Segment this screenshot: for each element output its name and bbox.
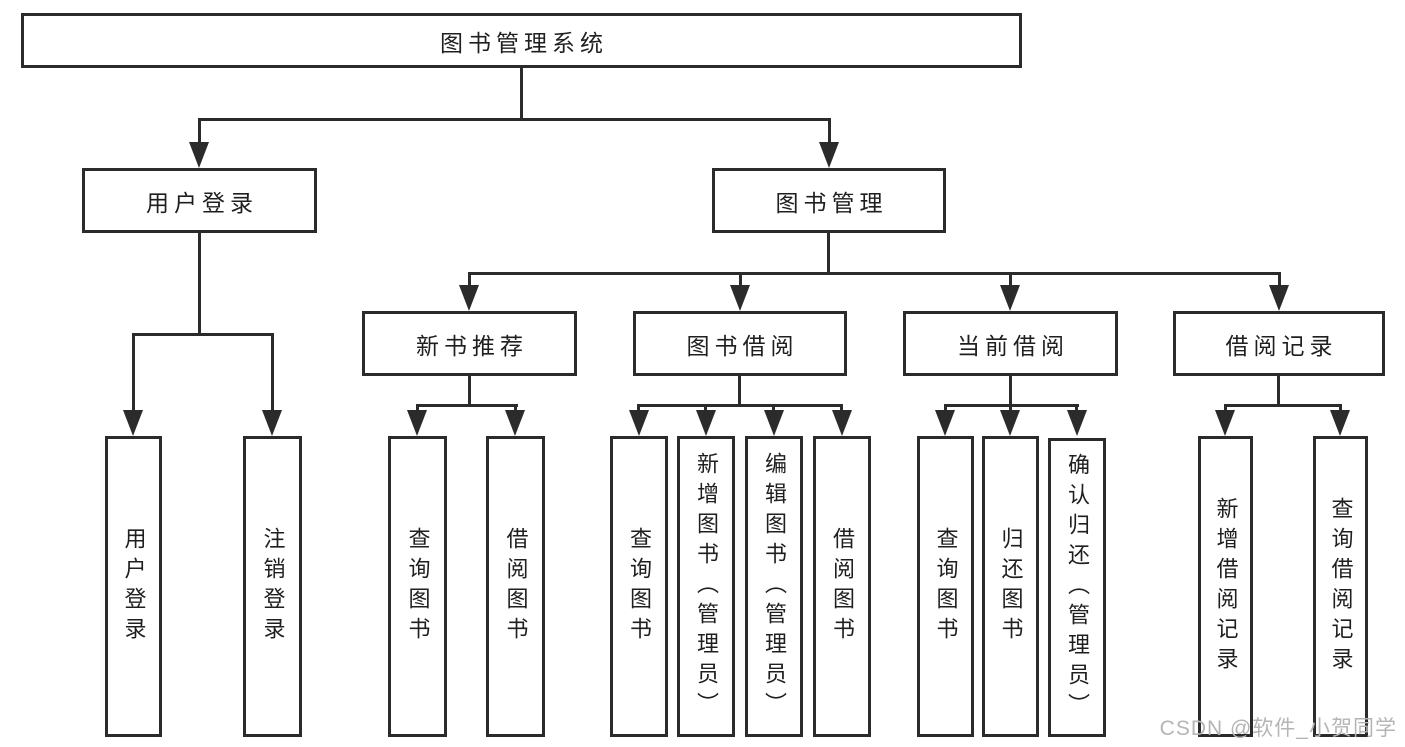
connector-bor-bus xyxy=(637,404,843,407)
node-borrow-record: 借阅记录 xyxy=(1173,311,1385,376)
arrow-down-icon xyxy=(1067,410,1087,436)
arrow-down-icon xyxy=(730,285,750,311)
arrow-down-icon xyxy=(407,410,427,436)
connector-bookborrow-stem xyxy=(739,272,742,288)
connector-user-login-stem xyxy=(198,118,201,148)
arrow-down-icon xyxy=(935,410,955,436)
arrow-down-icon xyxy=(1000,285,1020,311)
arrow-down-icon xyxy=(459,285,479,311)
leaf-rcd-add-record: 新增借阅记录 xyxy=(1198,436,1253,737)
connector-rec-stem xyxy=(468,376,471,407)
connector-login-bus xyxy=(132,333,274,336)
connector-cur-stem xyxy=(1009,376,1012,407)
arrow-down-icon xyxy=(123,410,143,436)
leaf-rec-borrow-book: 借阅图书 xyxy=(486,436,545,737)
leaf-cur-query-book: 查询图书 xyxy=(917,436,974,737)
arrow-down-icon xyxy=(629,410,649,436)
arrow-down-icon xyxy=(764,410,784,436)
arrow-down-icon xyxy=(819,142,839,168)
arrow-down-icon xyxy=(1269,285,1289,311)
arrow-down-icon xyxy=(1215,410,1235,436)
leaf-bor-query-book: 查询图书 xyxy=(610,436,668,737)
node-book-management: 图书管理 xyxy=(712,168,946,233)
arrow-down-icon xyxy=(1330,410,1350,436)
connector-bor-stem xyxy=(738,376,741,407)
arrow-down-icon xyxy=(189,142,209,168)
connector-rec-bus xyxy=(416,404,518,407)
connector-record-stem xyxy=(1278,272,1281,288)
node-library-system: 图书管理系统 xyxy=(21,13,1022,68)
connector-newbook-stem xyxy=(468,272,471,288)
leaf-bor-edit-book-admin: 编辑图书（管理员） xyxy=(745,436,803,737)
connector-level2-bus xyxy=(198,118,831,121)
leaf-bor-add-book-admin: 新增图书（管理员） xyxy=(677,436,735,737)
node-book-borrow: 图书借阅 xyxy=(633,311,847,376)
connector-mgmt-stem xyxy=(827,233,830,274)
arrow-down-icon xyxy=(505,410,525,436)
connector-root-stem xyxy=(520,68,523,120)
node-user-login: 用户登录 xyxy=(82,168,317,233)
connector-level3-bus xyxy=(468,272,1281,275)
leaf-logout: 注销登录 xyxy=(243,436,302,737)
connector-rcd-bus xyxy=(1224,404,1342,407)
leaf-cur-confirm-return-admin: 确认归还（管理员） xyxy=(1048,438,1106,737)
node-new-book-recommend: 新书推荐 xyxy=(362,311,577,376)
arrow-down-icon xyxy=(832,410,852,436)
node-current-borrow: 当前借阅 xyxy=(903,311,1118,376)
leaf-rec-query-book: 查询图书 xyxy=(388,436,447,737)
connector-book-mgmt-stem xyxy=(828,118,831,148)
leaf-rcd-query-record: 查询借阅记录 xyxy=(1313,436,1368,737)
connector-curborrow-stem xyxy=(1009,272,1012,288)
arrow-down-icon xyxy=(696,410,716,436)
arrow-down-icon xyxy=(1000,410,1020,436)
arrow-down-icon xyxy=(262,410,282,436)
connector-logout-leaf-stem xyxy=(271,333,274,415)
connector-login-stem xyxy=(198,233,201,336)
connector-login-leaf-stem xyxy=(132,333,135,415)
leaf-cur-return-book: 归还图书 xyxy=(982,436,1039,737)
csdn-watermark: CSDN @软件_小贺同学 xyxy=(1159,717,1397,740)
connector-rcd-stem xyxy=(1277,376,1280,407)
leaf-user-login: 用户登录 xyxy=(105,436,162,737)
leaf-bor-borrow-book: 借阅图书 xyxy=(813,436,871,737)
